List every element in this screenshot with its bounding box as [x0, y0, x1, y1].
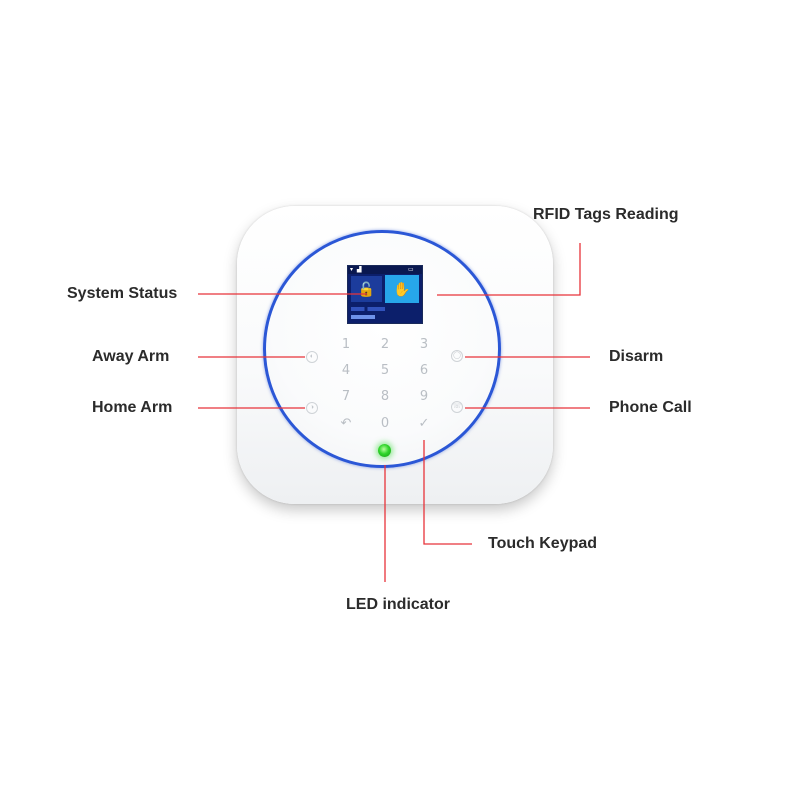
disarm-button[interactable]: ◯ — [451, 350, 463, 362]
system-status-tile: 🔓 — [351, 276, 382, 302]
label-touch-keypad: Touch Keypad — [488, 535, 598, 552]
disarm-icon: ◯ — [453, 352, 461, 359]
lcd-screen: ▾ ▟ ▭ 🔓 ✋ — [347, 265, 423, 324]
away-arm-icon: ◐ — [309, 353, 315, 360]
key-4[interactable]: 4 — [341, 363, 351, 378]
label-rfid-tags-reading: RFID Tags Reading — [533, 206, 679, 223]
unlock-icon: 🔓 — [357, 280, 376, 297]
key-9[interactable]: 9 — [419, 389, 429, 404]
signal-icon: ▟ — [357, 267, 362, 273]
label-system-status: System Status — [67, 285, 178, 302]
key-7[interactable]: 7 — [341, 389, 351, 404]
key-5[interactable]: 5 — [380, 363, 390, 378]
label-led-indicator: LED indicator — [346, 596, 451, 613]
key-1[interactable]: 1 — [341, 337, 351, 352]
key-2[interactable]: 2 — [380, 337, 390, 352]
label-phone-call: Phone Call — [609, 399, 692, 416]
leader-rfid — [437, 243, 581, 296]
screen-info-row — [351, 307, 419, 311]
label-home-arm: Home Arm — [92, 399, 173, 416]
label-disarm: Disarm — [609, 348, 664, 365]
hand-card-icon: ✋ — [393, 280, 411, 297]
key-3[interactable]: 3 — [419, 337, 429, 352]
back-key[interactable]: ↶ — [340, 416, 352, 431]
rfid-tile: ✋ — [385, 275, 419, 303]
leader-touch-keypad — [423, 440, 472, 545]
confirm-key[interactable]: ✓ — [418, 416, 430, 431]
key-6[interactable]: 6 — [419, 363, 429, 378]
phone-call-button[interactable]: ☏ — [451, 401, 463, 413]
battery-icon: ▭ — [408, 267, 414, 273]
wifi-icon: ▾ — [350, 267, 354, 273]
led-indicator-light — [378, 444, 391, 457]
key-8[interactable]: 8 — [380, 389, 390, 404]
home-arm-button[interactable]: ◑ — [306, 402, 318, 414]
phone-icon: ☏ — [452, 403, 462, 410]
key-0[interactable]: 0 — [380, 416, 390, 431]
screen-time-row — [351, 315, 419, 319]
label-away-arm: Away Arm — [92, 348, 170, 365]
home-arm-icon: ◑ — [309, 404, 315, 411]
away-arm-button[interactable]: ◐ — [306, 351, 318, 363]
screen-status-bar: ▾ ▟ ▭ — [348, 266, 422, 274]
